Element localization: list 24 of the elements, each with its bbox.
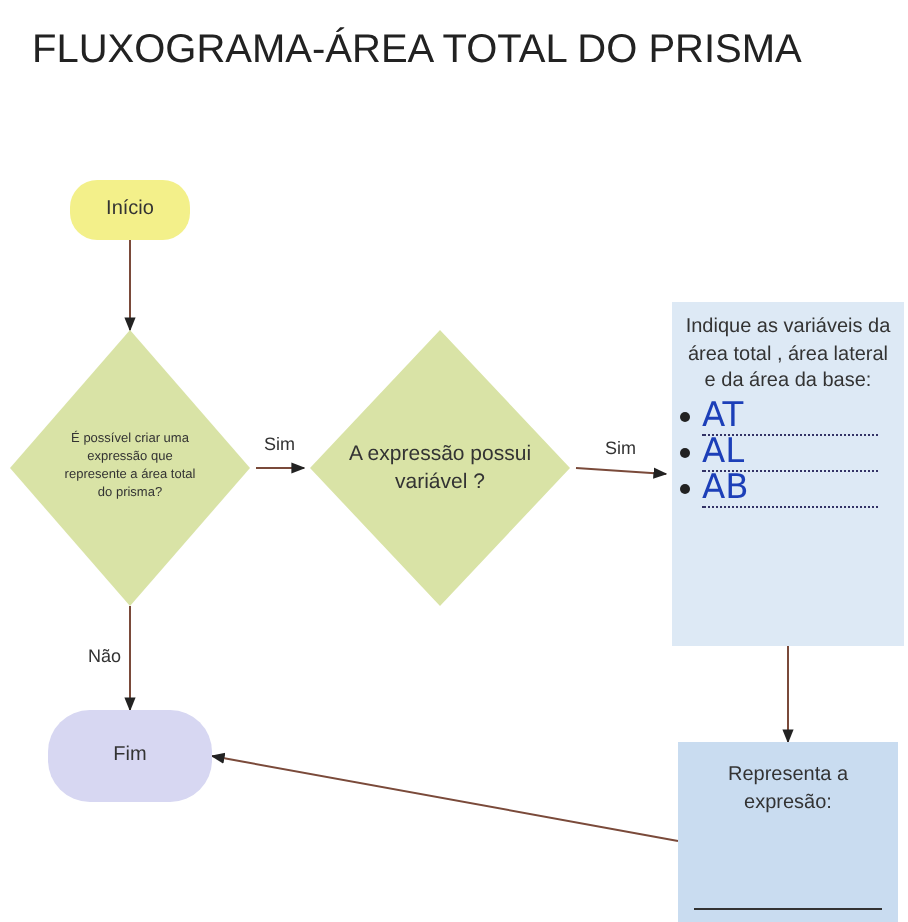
decision-diamond bbox=[10, 330, 250, 606]
arrow bbox=[124, 239, 136, 332]
process-box bbox=[678, 742, 898, 922]
decision-text: A expressão possui variável ? bbox=[346, 439, 534, 497]
arrow bbox=[782, 645, 794, 744]
node-text: Indique as variáveis da área total , área lateral e da área da base: bbox=[683, 314, 893, 396]
arrow bbox=[210, 752, 679, 842]
start-terminal bbox=[70, 180, 190, 240]
process-box bbox=[672, 302, 904, 646]
edge-label: Sim bbox=[603, 439, 638, 457]
node-text: Representa a expresão: bbox=[725, 762, 851, 817]
arrow bbox=[124, 605, 136, 712]
edge-label: Sim bbox=[262, 436, 297, 454]
handwritten-answer: AT bbox=[702, 399, 878, 435]
node-text: Início bbox=[104, 196, 156, 225]
handwritten-answer: AB bbox=[702, 471, 878, 507]
decision-diamond bbox=[310, 330, 570, 606]
edge-label: Não bbox=[86, 648, 124, 666]
arrow bbox=[255, 462, 306, 474]
handwritten-answer: AL bbox=[702, 435, 878, 471]
arrow bbox=[575, 467, 668, 479]
end-terminal bbox=[48, 710, 212, 802]
node-text: Fim bbox=[111, 742, 149, 771]
diagram-title: FLUXOGRAMA-ÁREA TOTAL DO PRISMA bbox=[32, 28, 802, 74]
